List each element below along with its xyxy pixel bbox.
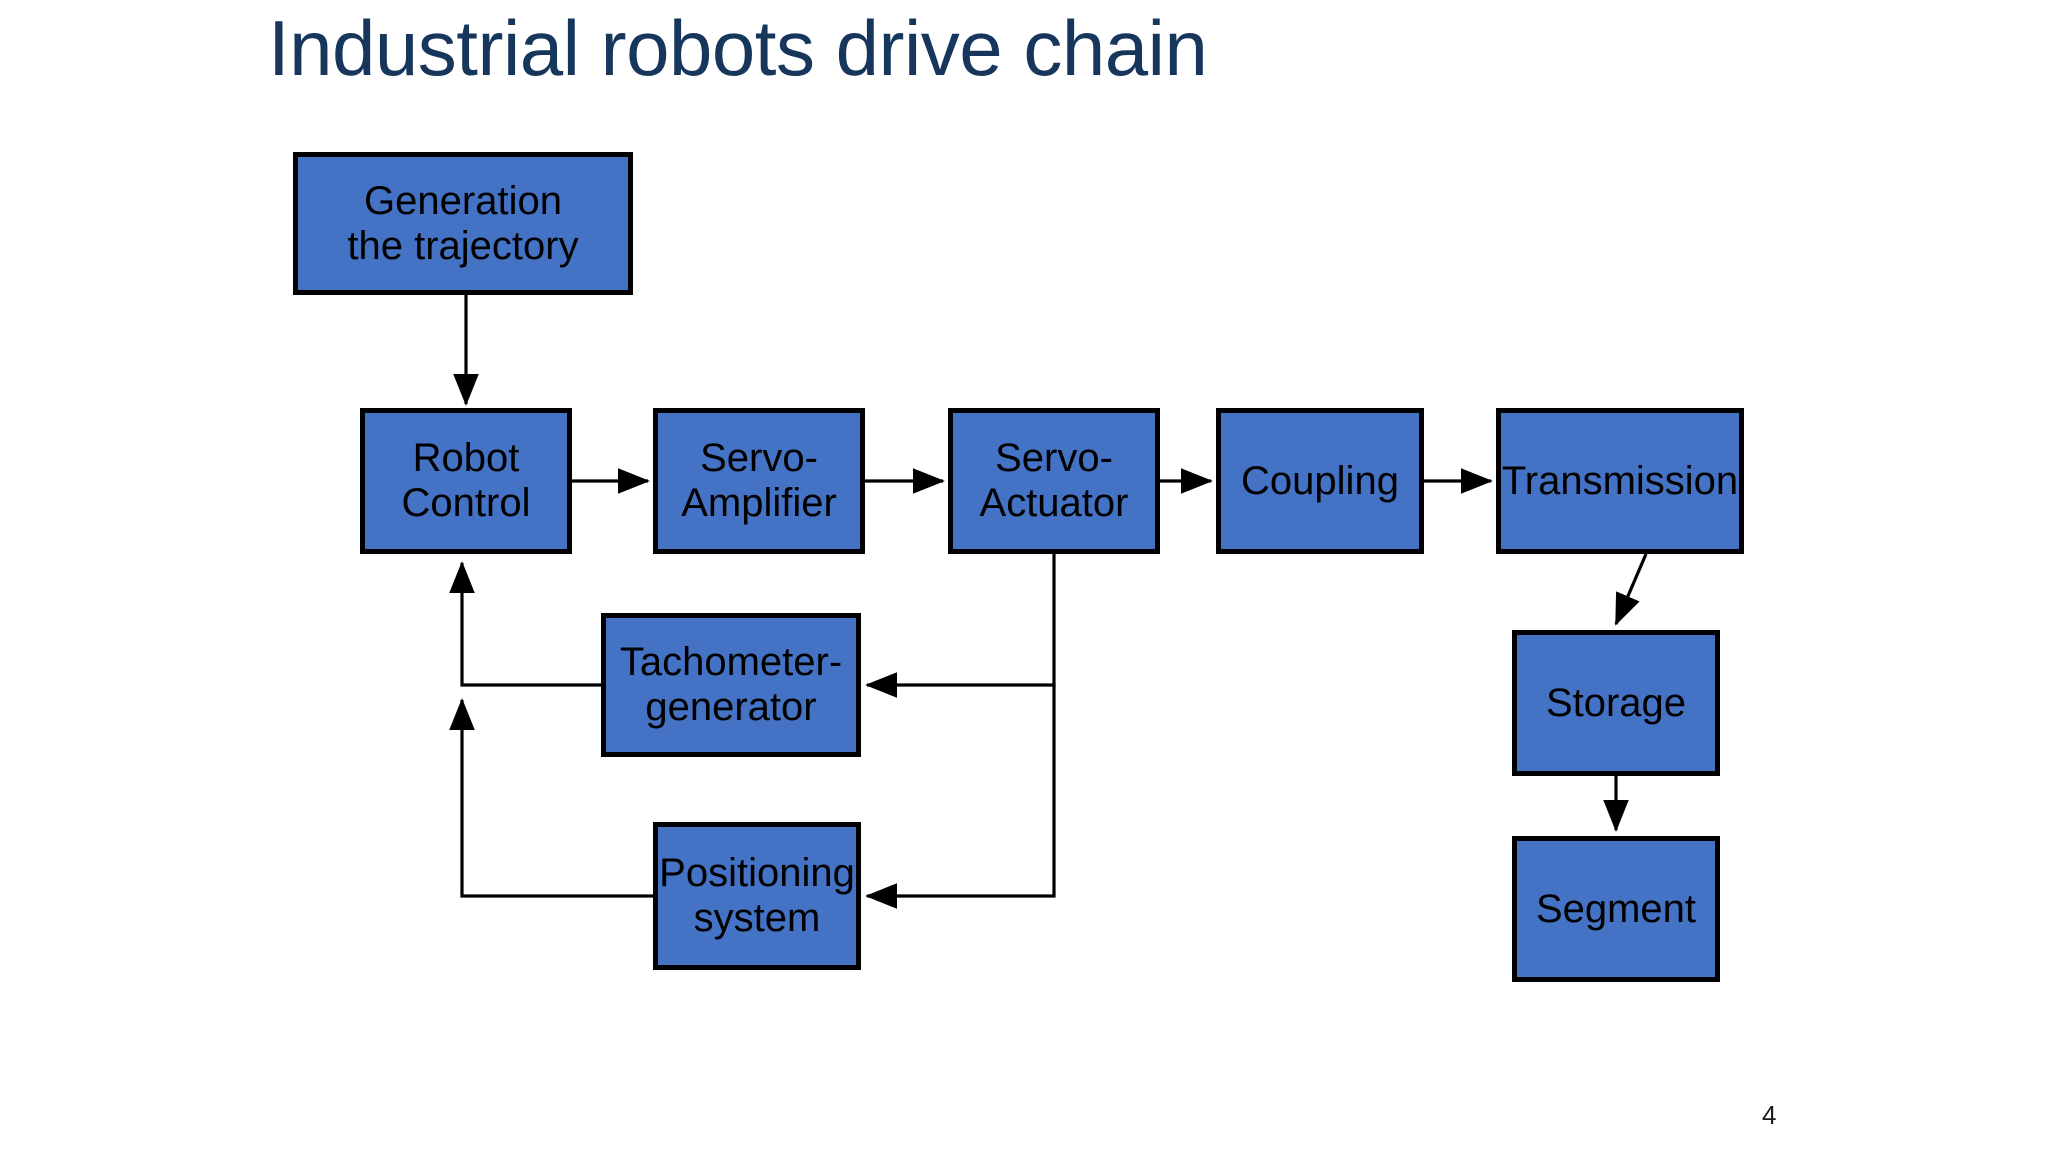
edge-tachometer-to-robot-control [449, 561, 601, 687]
node-transmission[interactable]: Transmission [1496, 408, 1744, 554]
node-coupling[interactable]: Coupling [1216, 408, 1424, 554]
node-segment[interactable]: Segment [1512, 836, 1720, 982]
node-generation-the-trajectory[interactable]: Generation the trajectory [293, 152, 633, 295]
node-robot-control[interactable]: Robot Control [360, 408, 572, 554]
edge-transmission-to-storage [1614, 553, 1648, 626]
node-tachometer-generator[interactable]: Tachometer- generator [601, 613, 861, 757]
node-servo-actuator[interactable]: Servo- Actuator [948, 408, 1160, 554]
edge-servo-actuator-to-tachometer [865, 554, 1056, 698]
node-storage[interactable]: Storage [1512, 630, 1720, 776]
edge-servo-actuator-to-positioning [865, 685, 1056, 909]
node-positioning-system[interactable]: Positioning system [653, 822, 861, 970]
page-number: 4 [1762, 1100, 1777, 1130]
page-title: Industrial robots drive chain [268, 4, 1208, 92]
node-servo-amplifier[interactable]: Servo- Amplifier [653, 408, 865, 554]
